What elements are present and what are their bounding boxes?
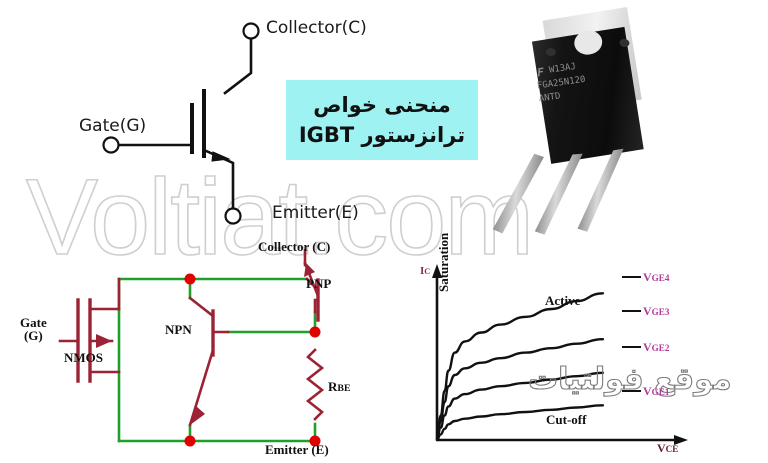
- emitter-arrow: [211, 151, 231, 162]
- pnp-base-wire: [313, 298, 320, 314]
- y-axis-label-sub: C: [424, 267, 431, 276]
- title-line-1: منحنى خواص: [313, 92, 451, 117]
- marking-line-3: ANTD: [538, 91, 561, 104]
- collector-lead: [223, 37, 253, 95]
- igbt-transistor-photo: F W13AJ FGA25N120 ANTD: [492, 6, 644, 235]
- chart-curve-vge2: [435, 371, 605, 442]
- lead-1: [492, 153, 544, 234]
- symbol-collector-label: Collector(C): [266, 18, 367, 38]
- x-axis-arrow: [674, 435, 688, 445]
- nmos-arrowhead: [96, 334, 112, 348]
- circuit-nmos-label: NMOS: [64, 350, 103, 365]
- circuit-npn-label: NPN: [165, 322, 192, 337]
- chart-x-axis-label: VCE: [657, 441, 678, 456]
- body-dimple-right: [619, 38, 630, 47]
- node-base-right: [309, 326, 321, 338]
- x-axis-label-sub: CE: [665, 444, 679, 454]
- mounting-hole: [574, 30, 603, 55]
- chart-series-label-vge2: VGE2: [643, 340, 669, 355]
- chart-region-active-label: Active: [545, 293, 581, 308]
- y-axis-arrow: [432, 264, 442, 278]
- pnp-emitter-arrowhead: [304, 263, 315, 277]
- symbol-emitter-label: Emitter(E): [272, 203, 359, 223]
- body-dimple-left: [545, 48, 556, 57]
- npn-emitter-lead: [188, 348, 215, 427]
- x-axis-label-main: V: [657, 441, 666, 455]
- marking-line-1: W13AJ: [548, 62, 576, 76]
- lead-3: [577, 148, 624, 232]
- marking-logo: F: [536, 65, 545, 79]
- chart-y-axis-label: IC: [420, 265, 430, 277]
- node-bottom-middle: [184, 435, 196, 447]
- circuit-resistor-label: RBE: [328, 380, 351, 394]
- y-axis-label-main: I: [420, 265, 425, 277]
- vge2-sub: GE2: [651, 343, 670, 353]
- vge4-sub: GE4: [651, 273, 670, 283]
- vge2-main: V: [643, 340, 652, 354]
- title-callout-box: منحنى خواص ترانزستور IGBT: [286, 80, 478, 160]
- emitter-terminal-node: [224, 207, 242, 225]
- resistor-rbe: [305, 348, 325, 421]
- vge3-sub: GE3: [651, 307, 670, 317]
- chart-curve-vge3: [435, 338, 605, 442]
- npn-collector-lead: [188, 296, 215, 318]
- resistor-label-main: R: [328, 379, 338, 394]
- resistor-label-sub: BE: [337, 383, 351, 394]
- circuit-pnp-label: PNP: [306, 276, 332, 291]
- circuit-emitter-label: Emitter (E): [265, 442, 329, 457]
- node-bottom-right: [309, 435, 321, 447]
- circuit-collector-label: Collector (C): [258, 239, 331, 254]
- chart-series-label-vge1: VGE1: [643, 384, 669, 399]
- node-top-middle: [184, 273, 196, 285]
- chart-curve-vge4: [435, 292, 605, 442]
- lead-2: [534, 153, 583, 235]
- circuit-gate-label-sub: (G): [23, 328, 43, 343]
- chart-region-saturation-label: Saturation: [436, 232, 451, 292]
- vge1-main: V: [643, 384, 652, 398]
- title-line-2: ترانزستور IGBT: [298, 123, 466, 147]
- npn-emitter-arrowhead: [190, 406, 205, 425]
- circuit-gate-label: Gate (G): [20, 316, 47, 342]
- package-body: [531, 26, 644, 164]
- symbol-gate-label: Gate(G): [79, 116, 147, 136]
- chart-region-cutoff-label: Cut-off: [546, 412, 587, 427]
- vge3-main: V: [643, 304, 652, 318]
- chart-series-label-vge4: VGE4: [643, 270, 669, 285]
- chart-series-label-vge3: VGE3: [643, 304, 669, 319]
- circuit-gate-label-main: Gate: [20, 315, 47, 330]
- nmos-drain-wire: [116, 277, 121, 311]
- chart-curve-vge1: [435, 404, 605, 442]
- vge1-sub: GE1: [651, 387, 670, 397]
- vge4-main: V: [643, 270, 652, 284]
